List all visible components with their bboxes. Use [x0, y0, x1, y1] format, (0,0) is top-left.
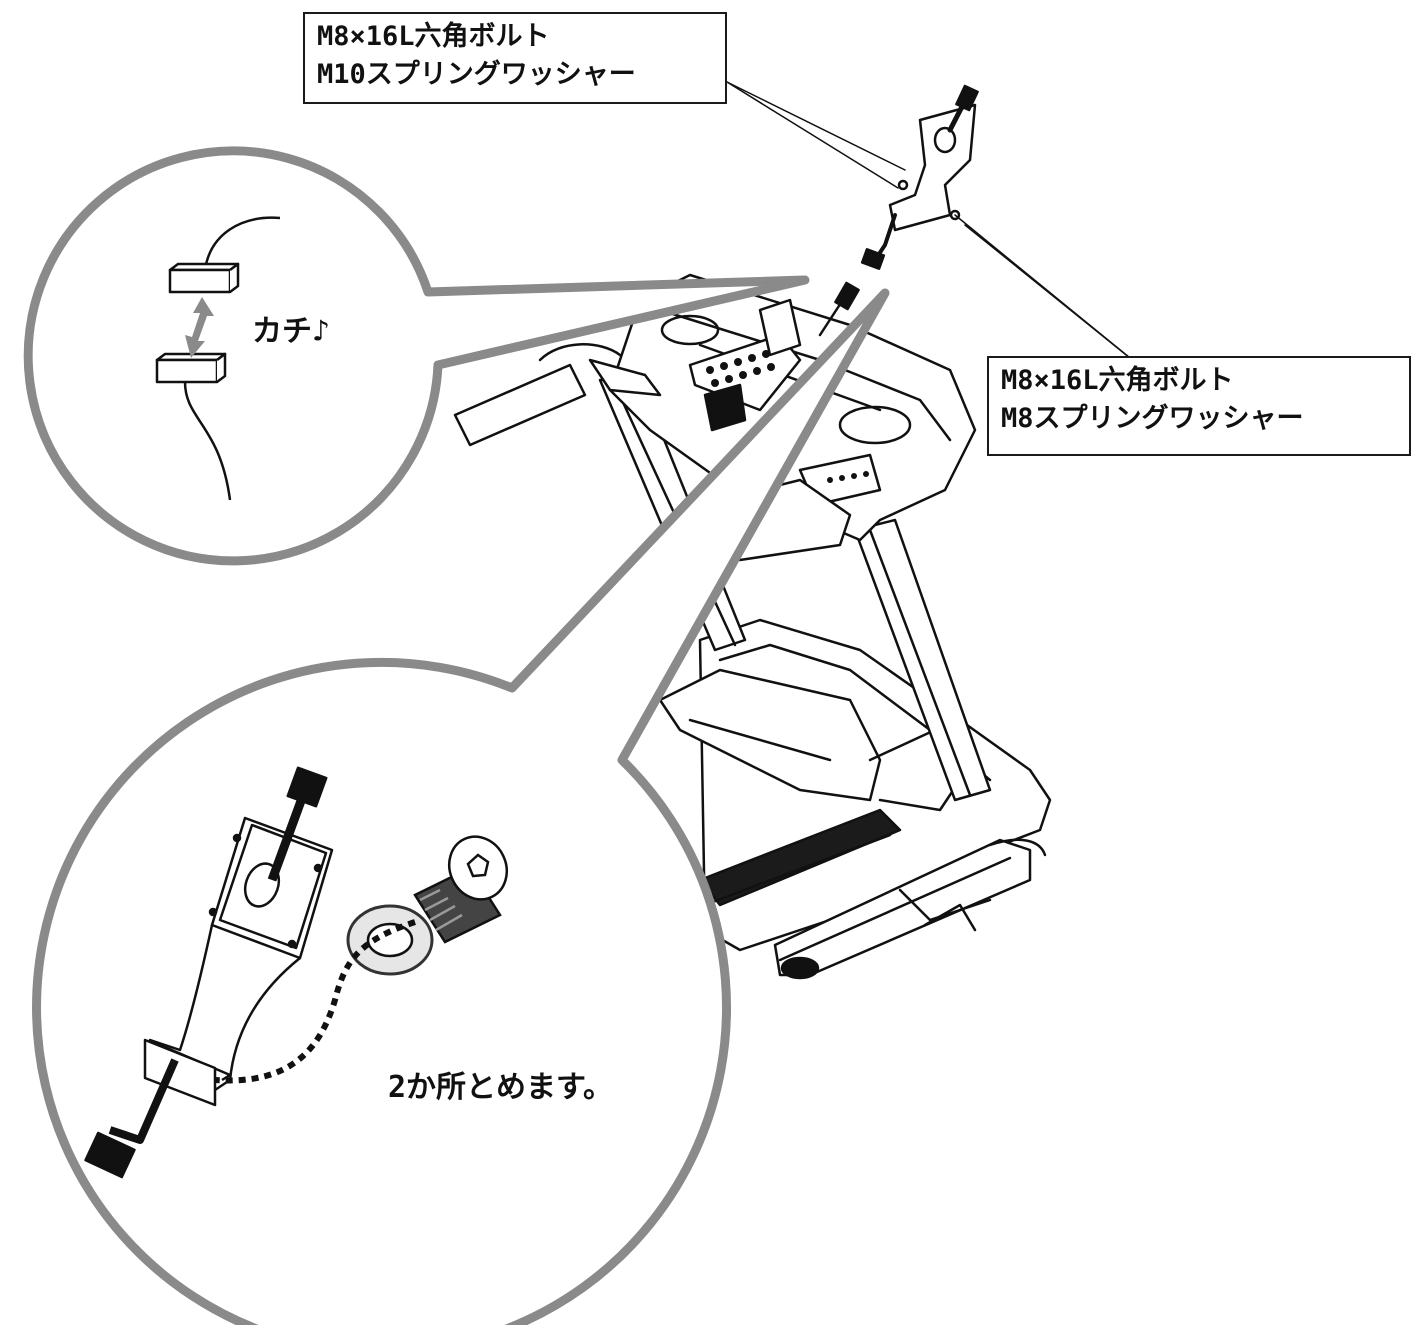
- callout-connector-magnified: [23, 146, 810, 566]
- fasten-two-places-text: 2か所とめます。: [388, 1070, 614, 1105]
- connector-click-text: カチ♪: [252, 314, 331, 349]
- bolt-label-right: M8×16L六角ボルト M8スプリングワッシャー: [987, 356, 1411, 456]
- bolt-label-top: M8×16L六角ボルト M10スプリングワッシャー: [303, 12, 727, 104]
- double-arrow-icon: [185, 297, 214, 358]
- callout-bracket-magnified: [32, 288, 890, 1325]
- connector-pair: [155, 216, 281, 501]
- bolt-label-top-line2: M10スプリングワッシャー: [317, 59, 636, 90]
- dotted-guide-line: [214, 919, 416, 1084]
- bolt-label-top-line1: M8×16L六角ボルト: [317, 21, 550, 52]
- bolt-label-right-line1: M8×16L六角ボルト: [1001, 365, 1234, 396]
- bracket-magnified: [84, 766, 334, 1179]
- mount-bracket-small: [860, 84, 979, 270]
- bolt-label-right-line2: M8スプリングワッシャー: [1001, 403, 1304, 434]
- leader-lines: [726, 81, 1131, 359]
